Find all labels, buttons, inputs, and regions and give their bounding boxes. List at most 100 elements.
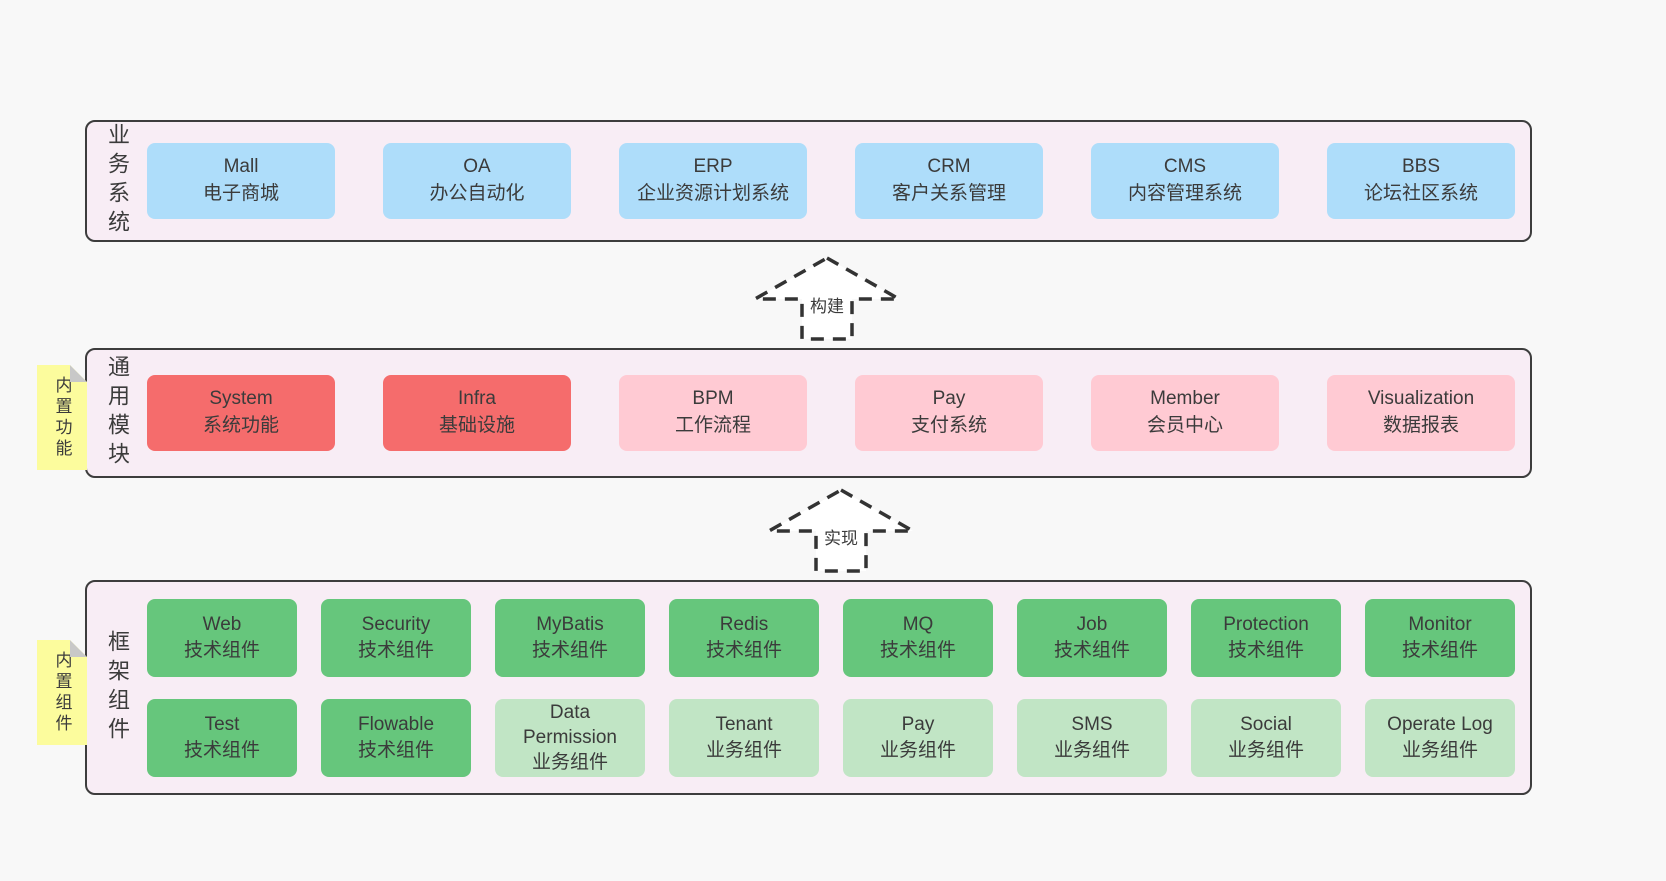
module-box-monitor: Monitor 技术组件 xyxy=(1365,598,1515,677)
module-description: 数据报表 xyxy=(1382,415,1459,436)
module-description: 技术组件 xyxy=(879,639,956,661)
module-name: Social xyxy=(1240,714,1292,736)
module-box-redis: Redis 技术组件 xyxy=(669,598,819,677)
module-name: BPM xyxy=(692,388,734,410)
module-description: 系统功能 xyxy=(202,415,279,436)
section-label: 框架组件 xyxy=(105,629,130,746)
module-description: 业务组件 xyxy=(1401,739,1478,761)
module-description: 技术组件 xyxy=(1227,639,1304,661)
module-description: 企业资源计划系统 xyxy=(636,183,789,204)
module-name: Flowable xyxy=(357,714,435,736)
module-name: Member xyxy=(1150,388,1220,410)
module-name: Mall xyxy=(223,156,259,178)
build-arrow: 构建 xyxy=(752,254,902,344)
builtin-functions-sticky-note: 内置功能 xyxy=(37,365,87,470)
module-box-visualization: Visualization 数据报表 xyxy=(1327,375,1515,451)
module-name: Protection xyxy=(1223,614,1309,636)
module-name: Web xyxy=(202,614,242,636)
module-box-mall: Mall 电子商城 xyxy=(147,143,335,219)
module-name: MQ xyxy=(902,614,934,636)
module-description: 业务组件 xyxy=(1227,739,1304,761)
sticky-label: 内置组件 xyxy=(52,650,72,735)
business-systems-boxes: Mall 电子商城 OA 办公自动化 ERP 企业资源计划系统 CRM 客户关系管理 CMS 内容… xyxy=(147,122,1531,240)
module-description: 业务组件 xyxy=(879,739,956,761)
module-name: Tenant xyxy=(715,714,773,736)
module-description: 内容管理系统 xyxy=(1127,183,1242,204)
module-box-job: Job 技术组件 xyxy=(1017,598,1167,677)
module-box-system: System 系统功能 xyxy=(147,375,335,451)
module-box-crm: CRM 客户关系管理 xyxy=(855,143,1043,219)
module-name: System xyxy=(209,388,273,410)
module-name: Pay xyxy=(932,388,966,410)
implement-arrow: 实现 xyxy=(766,486,916,576)
module-box-member: Member 会员中心 xyxy=(1091,375,1279,451)
module-box-protection: Protection 技术组件 xyxy=(1191,598,1341,677)
module-description: 业务组件 xyxy=(1053,739,1130,761)
module-name: Data Permission xyxy=(523,701,617,748)
implement-arrow-label: 实现 xyxy=(822,524,860,549)
module-description: 办公自动化 xyxy=(429,183,525,204)
module-description: 客户关系管理 xyxy=(891,183,1006,204)
module-description: 技术组件 xyxy=(357,739,434,761)
module-name: CMS xyxy=(1163,156,1207,178)
module-description: 技术组件 xyxy=(531,639,608,661)
module-description: 工作流程 xyxy=(674,415,751,436)
module-description: 支付系统 xyxy=(910,415,987,436)
module-name: Operate Log xyxy=(1387,714,1493,736)
module-box-test: Test 技术组件 xyxy=(147,698,297,777)
business-systems-container: 业务系统 Mall 电子商城 OA 办公自动化 ERP 企业资源计划系统 CRM 客户关系管理… xyxy=(85,120,1532,242)
module-name: Redis xyxy=(719,614,769,636)
module-box-flowable: Flowable 技术组件 xyxy=(321,698,471,777)
module-box-cms: CMS 内容管理系统 xyxy=(1091,143,1279,219)
module-name: Test xyxy=(204,714,240,736)
module-box-operate-log: Operate Log 业务组件 xyxy=(1365,698,1515,777)
module-name: Monitor xyxy=(1408,614,1472,636)
module-box-data-permission: Data Permission 业务组件 xyxy=(495,698,645,777)
module-box-bpm: BPM 工作流程 xyxy=(619,375,807,451)
module-name: OA xyxy=(463,156,491,178)
module-name: CRM xyxy=(927,156,971,178)
box-row: Test 技术组件 Flowable 技术组件 Data Permission 业务组件 T… xyxy=(147,698,1515,777)
module-name: Infra xyxy=(457,388,497,410)
sticky-label: 内置功能 xyxy=(52,375,72,460)
module-box-oa: OA 办公自动化 xyxy=(383,143,571,219)
module-description: 技术组件 xyxy=(1053,639,1130,661)
module-box-security: Security 技术组件 xyxy=(321,598,471,677)
module-name: BBS xyxy=(1401,156,1441,178)
module-description: 会员中心 xyxy=(1146,415,1223,436)
module-name: ERP xyxy=(693,156,733,178)
module-name: Visualization xyxy=(1367,388,1475,410)
module-description: 论坛社区系统 xyxy=(1363,183,1478,204)
module-box-mybatis: MyBatis 技术组件 xyxy=(495,598,645,677)
module-description: 技术组件 xyxy=(183,639,260,661)
module-description: 技术组件 xyxy=(183,739,260,761)
module-box-bbs: BBS 论坛社区系统 xyxy=(1327,143,1515,219)
module-name: Job xyxy=(1076,614,1108,636)
module-box-web: Web 技术组件 xyxy=(147,598,297,677)
module-description: 技术组件 xyxy=(357,639,434,661)
module-name: Security xyxy=(361,614,431,636)
module-description: 技术组件 xyxy=(1401,639,1478,661)
module-description: 电子商城 xyxy=(202,183,279,204)
module-box-social: Social 业务组件 xyxy=(1191,698,1341,777)
module-description: 技术组件 xyxy=(705,639,782,661)
module-box-erp: ERP 企业资源计划系统 xyxy=(619,143,807,219)
builtin-components-sticky-note: 内置组件 xyxy=(37,640,87,745)
module-box-pay: Pay 支付系统 xyxy=(855,375,1043,451)
build-arrow-label: 构建 xyxy=(808,292,846,317)
module-description: 业务组件 xyxy=(531,752,608,774)
section-label: 业务系统 xyxy=(105,123,130,239)
section-label: 通用模块 xyxy=(105,355,130,471)
module-box-mq: MQ 技术组件 xyxy=(843,598,993,677)
module-name: MyBatis xyxy=(536,614,604,636)
